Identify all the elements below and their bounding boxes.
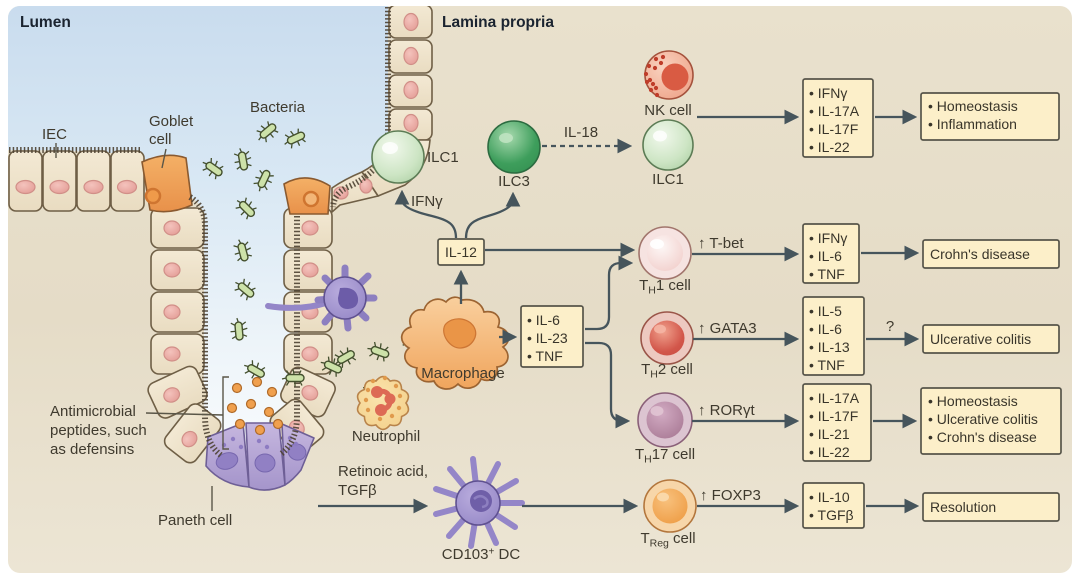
cytokine-item: • IFNγ — [809, 85, 847, 101]
cytokine-item: • IL-6 — [809, 248, 842, 264]
antimicrobial-leader-line — [145, 412, 224, 416]
ilc1-epithelium-cell — [371, 130, 425, 184]
th2-cell — [640, 311, 694, 365]
outcome-box-resolution: Resolution — [922, 492, 1060, 522]
th1-cytokine-box: • IFNγ • IL-6 • TNF — [802, 223, 860, 284]
outcome-item: Ulcerative colitis — [930, 331, 1031, 347]
cytokine-item: • IL-17F — [809, 408, 858, 424]
paneth-cell-label: Paneth cell — [158, 512, 232, 529]
outcome-item: • Homeostasis — [928, 393, 1018, 409]
outcome-item: • Inflammation — [928, 116, 1017, 132]
cytokine-item: • IL-10 — [809, 489, 850, 505]
arrow-cytokines-to-th1 — [585, 255, 634, 331]
treg-cell-label: TReg cell — [640, 530, 695, 550]
goblet-leader-line — [161, 148, 167, 169]
arrows — [318, 109, 920, 514]
outcome-box-crohns: Crohn's disease — [922, 239, 1060, 269]
ilc-cytokine-box: • IFNγ • IL-17A • IL-17F • IL-22 — [802, 78, 874, 158]
outcome-item: Crohn's disease — [930, 246, 1030, 262]
paneth-cells — [205, 422, 315, 491]
cytokine-item: • IL-17F — [809, 121, 858, 137]
ilc3-label: ILC3 — [498, 173, 530, 190]
cytokine-item: • IL-22 — [809, 139, 850, 155]
cytokine-item: • IL-5 — [809, 303, 842, 319]
cytokine-item: • IL-17A — [809, 103, 860, 119]
th2-cytokine-box: • IL-5 • IL-6 • IL-13 • TNF — [802, 296, 865, 376]
outcome-item: • Ulcerative colitis — [928, 411, 1038, 427]
goblet-cell-right — [283, 177, 331, 215]
th17-cell — [637, 392, 693, 448]
ilc3-cell — [487, 120, 541, 174]
antimicrobial-label-line3: as defensins — [50, 441, 134, 458]
outcome-box-th17: • Homeostasis • Ulcerative colitis • Cro… — [920, 387, 1062, 455]
treg-cell — [643, 479, 697, 533]
lamina-propria-label: Lamina propria — [442, 14, 554, 31]
nk-cell-label: NK cell — [644, 102, 692, 119]
il12-label: IL-12 — [445, 244, 477, 260]
th1-cell — [638, 226, 692, 280]
macrophage-cytokine-box: • IL-6 • IL-23 • TNF — [520, 305, 584, 368]
th17-cell-label: TH17 cell — [635, 446, 695, 466]
antimicrobial-bracket — [222, 376, 229, 450]
outcome-item: Resolution — [930, 499, 996, 515]
treg-cytokine-box: • IL-10 • TGFβ — [802, 482, 865, 529]
cytokine-item: • TNF — [809, 357, 845, 373]
ilc1-epithelium-label: ILC1 — [427, 149, 459, 166]
macrophage-cell — [400, 296, 510, 390]
neutrophil-cell — [356, 375, 410, 431]
foxp3-factor-label: ↑ FOXP3 — [700, 487, 761, 504]
ifng-label: IFNγ — [411, 193, 443, 210]
tbet-factor-label: ↑ T-bet — [698, 235, 744, 252]
th2-cell-label: TH2 cell — [641, 361, 693, 381]
arrow-il12-to-ilc1 — [394, 189, 458, 239]
retinoic-acid-label-line1: Retinoic acid, — [338, 463, 428, 480]
sampling-dendritic-cell — [265, 264, 378, 332]
outcome-box-ulcerative-colitis: Ulcerative colitis — [922, 324, 1060, 354]
macrophage-label: Macrophage — [421, 365, 504, 382]
arrow-il12-to-ilc3 — [464, 191, 521, 239]
th1-cell-label: TH1 cell — [639, 277, 691, 297]
ilc1-lamina-cell — [642, 119, 694, 171]
goblet-cell-label-line1: Goblet — [149, 113, 194, 130]
outcome-item: • Homeostasis — [928, 98, 1018, 114]
cd103-dc-label: CD103+ DC — [442, 546, 521, 563]
cytokine-item: • TNF — [527, 348, 563, 364]
arrow-cytokines-to-th17 — [585, 341, 631, 429]
cytokine-item: • IL-23 — [527, 330, 568, 346]
outcome-item: • Crohn's disease — [928, 429, 1037, 445]
cytokine-item: • IL-22 — [809, 444, 850, 460]
neutrophil-label: Neutrophil — [352, 428, 420, 445]
il18-label: IL-18 — [564, 124, 598, 141]
cytokine-item: • IL-17A — [809, 390, 860, 406]
uncertainty-question-mark: ? — [886, 318, 894, 335]
iec-row — [8, 150, 145, 212]
cytokine-item: • TNF — [809, 266, 845, 282]
cytokine-item: • IL-13 — [809, 339, 850, 355]
rorgt-factor-label: ↑ RORγt — [698, 402, 756, 419]
antimicrobial-label-line2: peptides, such — [50, 422, 147, 439]
lumen-label: Lumen — [20, 14, 71, 31]
nk-cell — [643, 50, 694, 100]
iec-label: IEC — [42, 126, 67, 143]
bacteria-label: Bacteria — [250, 99, 306, 116]
antimicrobial-label-line1: Antimicrobial — [50, 403, 136, 420]
th17-cytokine-box: • IL-17A • IL-17F • IL-21 • IL-22 — [802, 383, 872, 462]
goblet-cell-label-line2: cell — [149, 131, 172, 148]
gata3-factor-label: ↑ GATA3 — [698, 320, 757, 337]
cytokine-item: • TGFβ — [809, 507, 854, 523]
antimicrobial-peptide-dots — [226, 376, 284, 436]
il12-box: IL-12 — [437, 238, 485, 266]
cytokine-item: • IL-6 — [527, 312, 560, 328]
cytokine-item: • IL-6 — [809, 321, 842, 337]
ilc1-lamina-label: ILC1 — [652, 171, 684, 188]
cd103-dendritic-cell — [433, 456, 525, 549]
cytokine-item: • IFNγ — [809, 230, 847, 246]
cytokine-item: • IL-21 — [809, 426, 850, 442]
outcome-box-ilc: • Homeostasis • Inflammation — [920, 92, 1060, 141]
retinoic-acid-label-line2: TGFβ — [338, 482, 377, 499]
goblet-cell-left — [141, 154, 193, 213]
